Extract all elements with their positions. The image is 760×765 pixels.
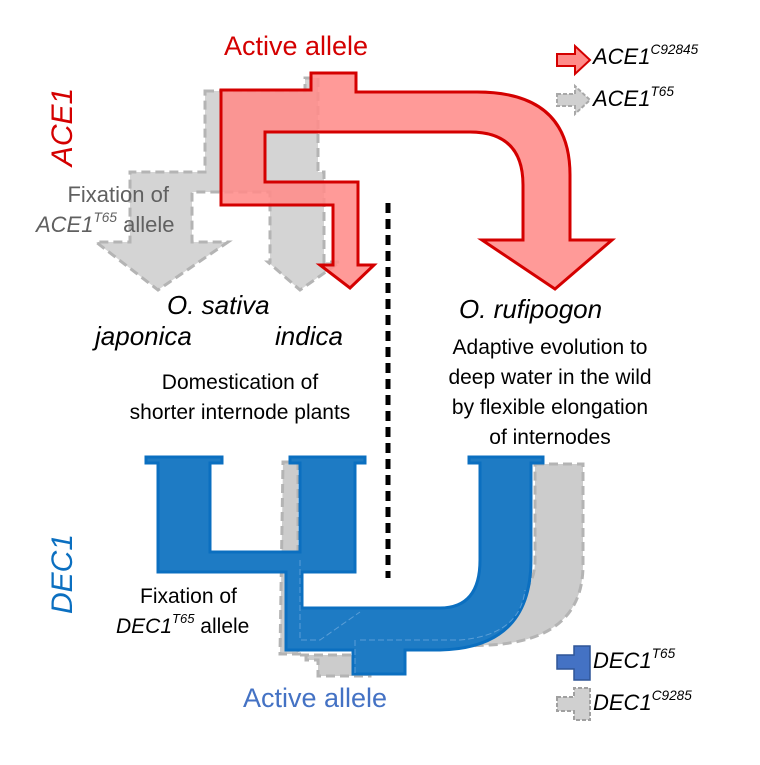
legend-allele: C9285 (651, 687, 692, 703)
dec1-fixation-gene: DEC1 (116, 615, 173, 638)
dec1-fixation-line1: Fixation of (140, 585, 237, 608)
dec1-fixation-text: Fixation of DEC1T65 allele (116, 582, 249, 644)
ace1-fixation-allele: T65 (93, 209, 117, 225)
ace1-active-branch-shape (219, 71, 617, 291)
gray-dashed-arrow-icon (556, 83, 592, 117)
legend-gene: DEC1 (593, 690, 652, 715)
adaptive-line: Adaptive evolution to (452, 336, 648, 359)
gray-dashed-t-connector-icon (556, 687, 591, 721)
species-japonica: japonica (95, 321, 192, 351)
dec1-t65-shape (144, 455, 545, 676)
legend-allele: C92845 (650, 41, 699, 57)
legend-dec1-c9285: DEC1C9285 (593, 687, 692, 716)
ace1-c92845-arrows (219, 71, 617, 291)
dec1-internal-trace (299, 560, 526, 674)
blue-t-connector-icon (556, 645, 591, 681)
domestication-line: shorter internode plants (129, 401, 351, 424)
ace1-fixation-line1: Fixation of (67, 182, 169, 207)
dec1-t65-connector (144, 455, 545, 676)
species-indica: indica (275, 321, 343, 351)
adaptive-line: deep water in the wild (448, 366, 652, 389)
domestication-line: Domestication of (161, 371, 319, 394)
ace1-fixation-gene: ACE1 (36, 212, 94, 237)
legend-gene: ACE1 (593, 44, 651, 69)
ace1-fixation-line2: ACE1T65 allele (36, 210, 174, 243)
red-arrow-icon (556, 43, 592, 77)
adaptive-line: by flexible elongation (451, 396, 649, 419)
ace1-fixation-text: Fixation of ACE1T65 allele (36, 180, 174, 243)
legend-allele: T65 (650, 83, 674, 99)
ace1-gene-label: ACE1 (46, 87, 79, 167)
legend-dec1-t65: DEC1T65 (593, 645, 676, 674)
legend-gene: ACE1 (593, 86, 651, 111)
legend-ace1-c92845: ACE1C92845 (593, 41, 699, 70)
legend-bottom-icons (556, 645, 591, 721)
legend-allele: T65 (651, 645, 676, 661)
legend-gene: DEC1 (593, 648, 652, 673)
dec1-fixation-allele: T65 (172, 611, 195, 627)
ace1-fixation-suffix: allele (116, 212, 175, 237)
legend-ace1-t65: ACE1T65 (593, 83, 674, 112)
species-sativa: O. sativa (167, 290, 270, 320)
dec1-active-allele-label: Active allele (243, 683, 388, 713)
ace1-active-allele-label: Active allele (224, 31, 369, 61)
dec1-fixation-suffix: allele (194, 615, 250, 638)
species-rufipogon: O. rufipogon (459, 294, 603, 324)
adaptive-line: of internodes (489, 426, 611, 449)
dec1-fixation-line2: DEC1T65 allele (116, 611, 250, 644)
legend-top-icons (556, 43, 592, 117)
domestication-description: Domestication of shorter internode plant… (100, 368, 380, 428)
dec1-gene-label: DEC1 (46, 533, 79, 614)
adaptive-description: Adaptive evolution to deep water in the … (405, 333, 695, 453)
